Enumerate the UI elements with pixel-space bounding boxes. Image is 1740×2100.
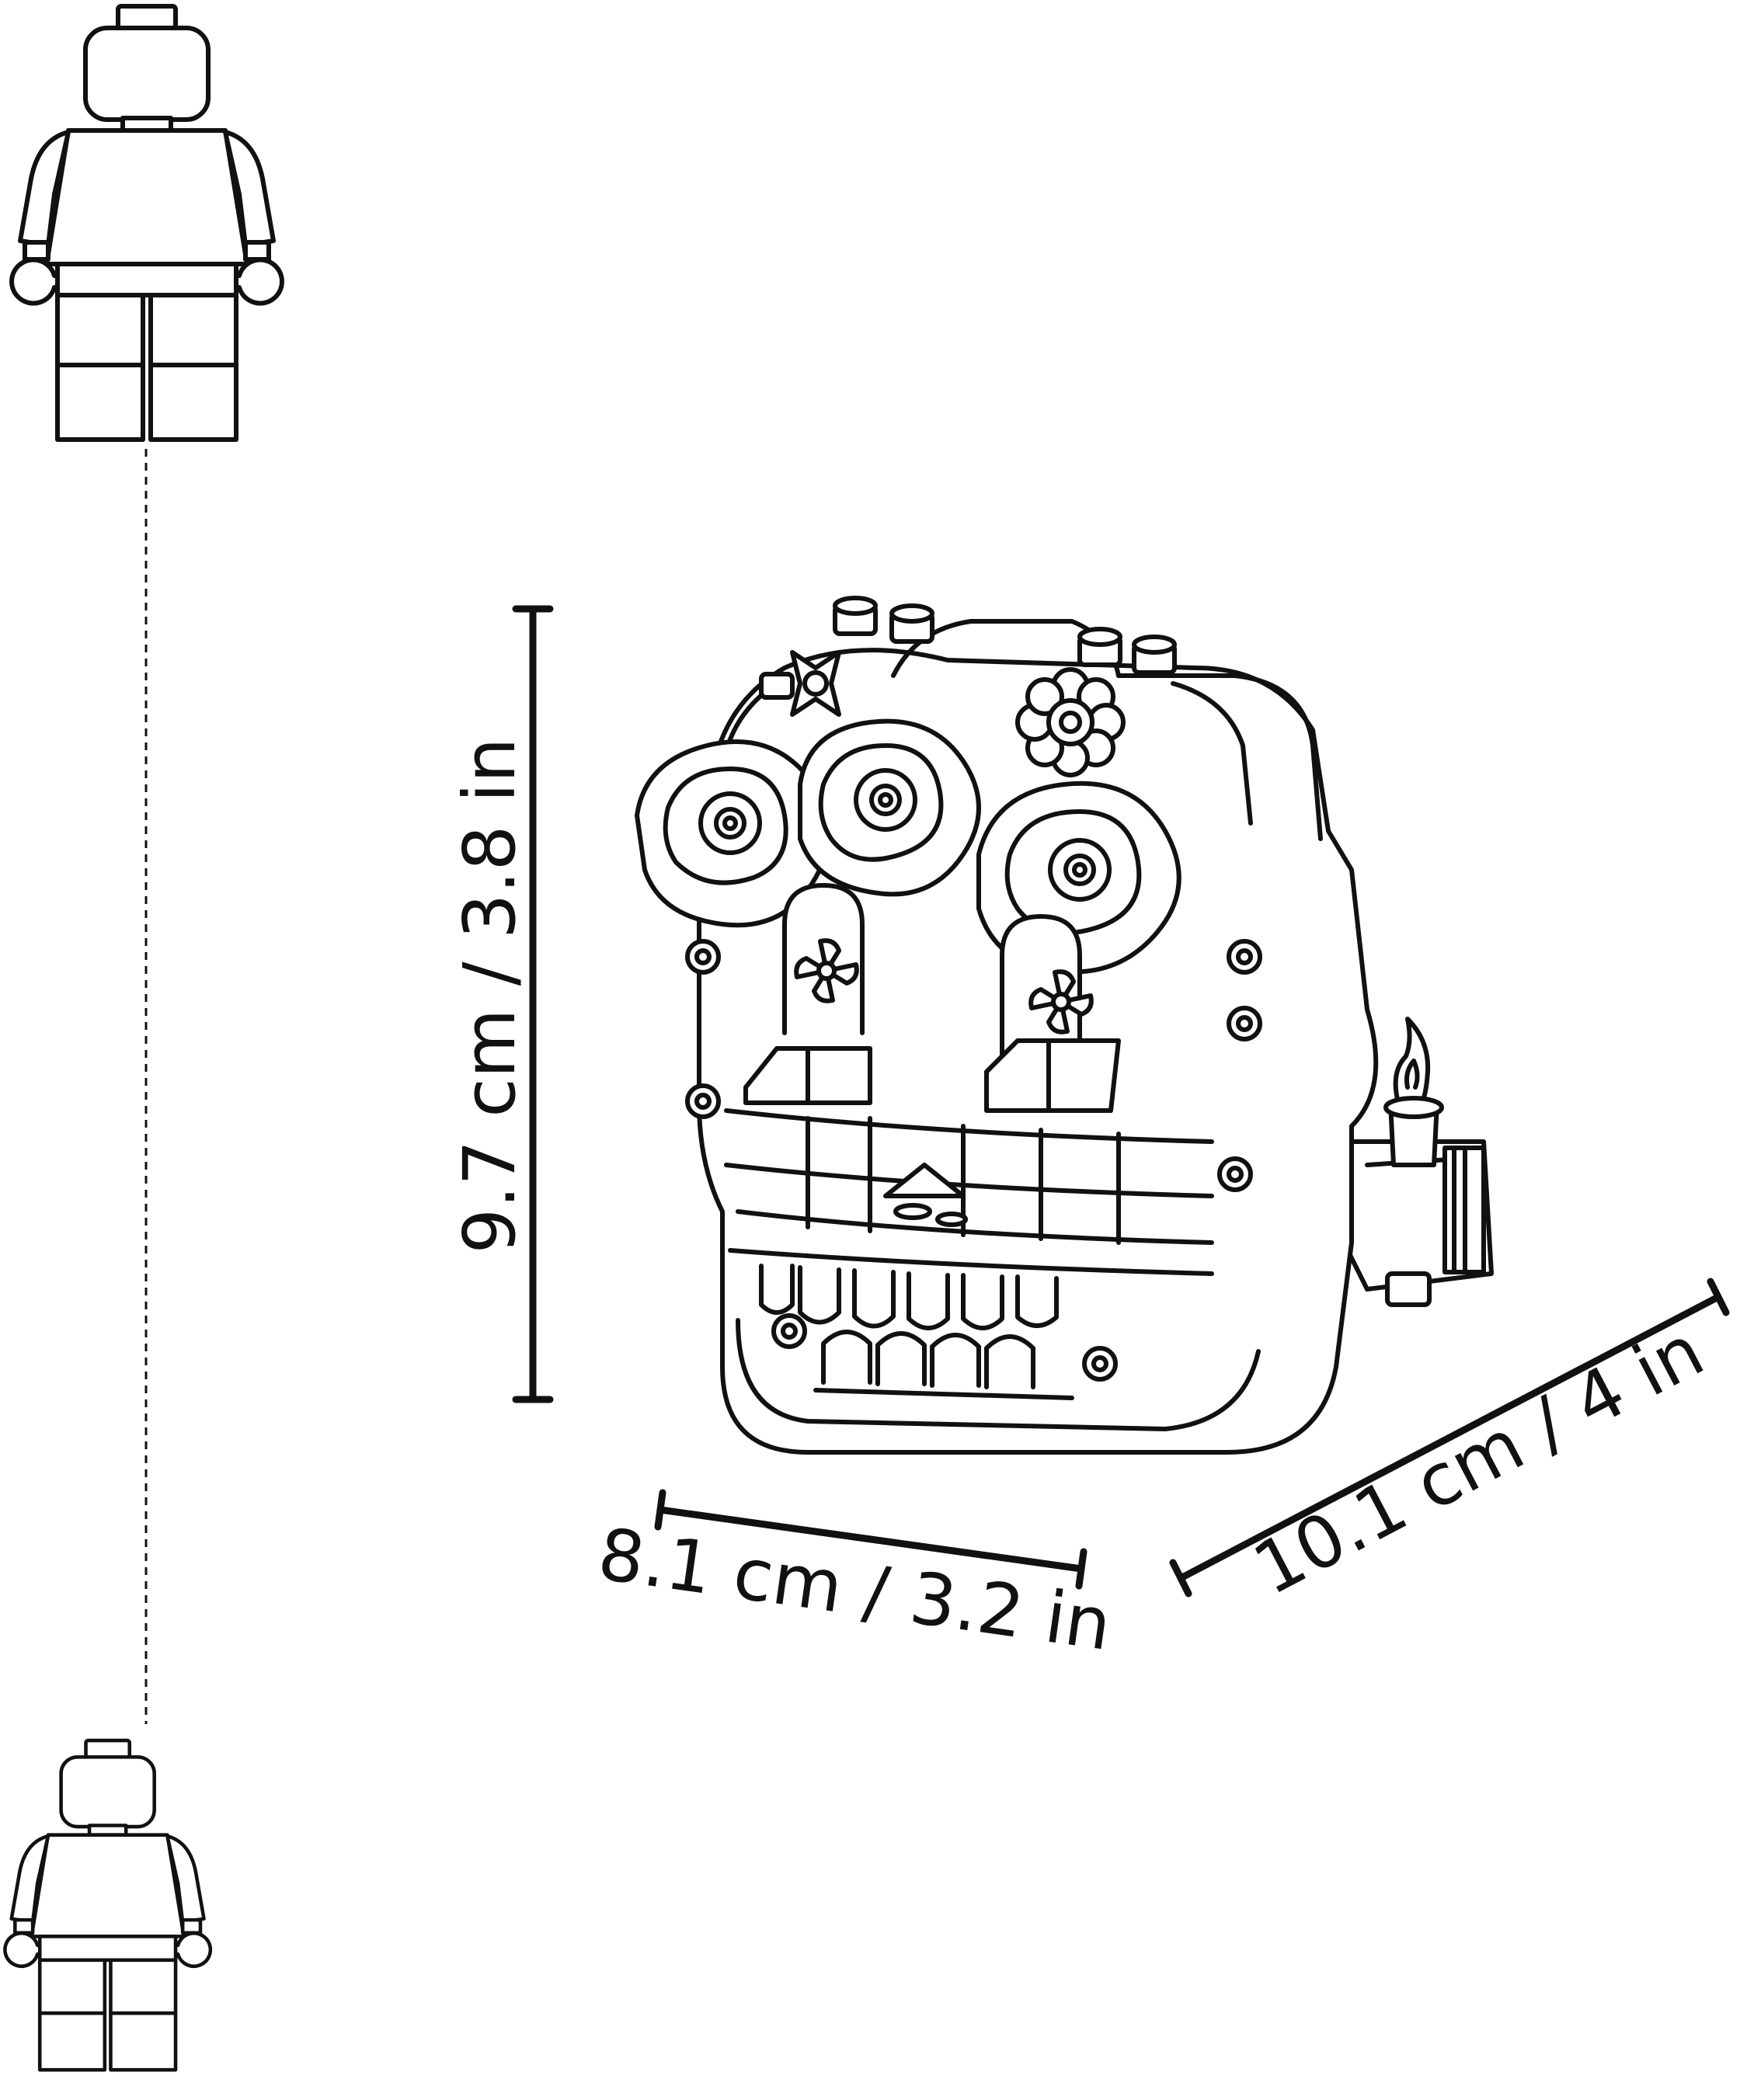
minifigure-top [9, 4, 284, 442]
depth-dimension-line [1169, 1278, 1730, 1598]
height-dimension-line [512, 605, 554, 1403]
rose-eye-center [798, 718, 981, 897]
teeth-lower [813, 1330, 1074, 1400]
teeth-upper [759, 1264, 1059, 1330]
skull-model [635, 596, 1494, 1455]
rose-eye-left [635, 739, 832, 928]
height-label: 9.7 cm / 3.8 in [448, 738, 531, 1254]
width-dimension-line [654, 1489, 1088, 1590]
minifigure-bottom [3, 1738, 213, 2072]
daisy-flower [1015, 667, 1126, 777]
